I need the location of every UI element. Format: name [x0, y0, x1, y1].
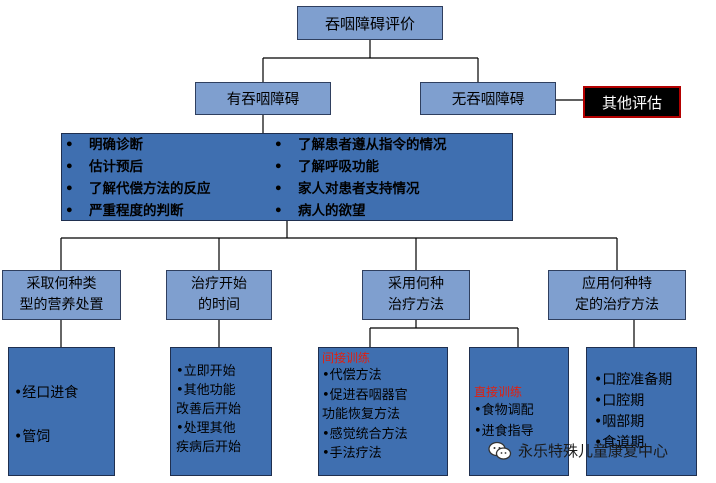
- leaf-nutrition: [8, 347, 115, 476]
- assessment-item: 估计预后: [61, 156, 211, 178]
- category-line: 采取何种类: [26, 276, 97, 292]
- leaf-indirect-training: [318, 347, 448, 476]
- assessment-item: 了解患者遵从指令的情况: [270, 134, 447, 156]
- leaf-indirect-training-text: 间接训练 •代偿方法 •促进吞咽器官 功能恢复方法 •感觉统合方法 •手法疗法: [322, 350, 408, 464]
- leaf-start-time-text: •立即开始 •其他功能 改善后开始 •处理其他 疾病后开始: [176, 362, 241, 457]
- leaf-phases-text: •口腔准备期 •口腔期 •咽部期 •食道期: [594, 370, 672, 454]
- leaf-item: •立即开始: [176, 364, 236, 379]
- leaf-item: 疾病后开始: [176, 440, 242, 455]
- has-dysphagia-node: 有吞咽障碍: [195, 82, 331, 115]
- category-line: 型的营养处置: [19, 297, 104, 313]
- leaf-item: •食道期: [594, 435, 645, 451]
- category-method: 采用何种 治疗方法: [362, 270, 470, 320]
- assessment-item: 了解呼吸功能: [270, 156, 447, 178]
- assessment-list-left: 明确诊断 估计预后 了解代偿方法的反应 严重程度的判断: [61, 133, 211, 222]
- root-node: 吞咽障碍评价: [297, 6, 443, 40]
- assessment-item: 了解代偿方法的反应: [61, 178, 211, 200]
- leaf-item: •经口进食: [14, 385, 79, 401]
- direct-training-heading: 直接训练: [474, 385, 523, 399]
- leaf-item: •感觉统合方法: [322, 426, 408, 442]
- leaf-item: •咽部期: [594, 414, 645, 430]
- leaf-phases: [586, 347, 697, 476]
- wechat-icon: [488, 441, 512, 460]
- leaf-item: •食物调配: [474, 403, 534, 418]
- watermark-text: 永乐特殊儿童康复中心: [518, 442, 669, 460]
- leaf-item: •手法疗法: [322, 446, 382, 461]
- leaf-item: •管饲: [14, 429, 51, 445]
- assessment-list-right: 了解患者遵从指令的情况 了解呼吸功能 家人对患者支持情况 病人的欲望: [270, 133, 447, 222]
- category-nutrition: 采取何种类 型的营养处置: [2, 270, 121, 320]
- category-line: 采用何种: [388, 276, 444, 292]
- leaf-direct-training-text: 直接训练 •食物调配 •进食指导: [474, 384, 534, 442]
- category-line: 定的治疗方法: [575, 297, 659, 313]
- other-assessment-label: 其他评估: [601, 93, 662, 112]
- root-label: 吞咽障碍评价: [324, 14, 415, 33]
- leaf-item: 功能恢复方法: [322, 407, 401, 422]
- leaf-start-time: [170, 347, 272, 476]
- leaf-item: •其他功能: [176, 383, 236, 398]
- leaf-item: •促进吞咽器官: [322, 387, 408, 403]
- leaf-item: •口腔期: [594, 393, 645, 409]
- category-line: 的时间: [198, 297, 240, 313]
- category-start-time: 治疗开始 的时间: [166, 270, 272, 320]
- leaf-item: •进食指导: [474, 424, 534, 439]
- category-line: 治疗开始: [191, 276, 247, 292]
- other-assessment-node: 其他评估: [583, 86, 681, 118]
- leaf-direct-training: [469, 347, 569, 476]
- no-dysphagia-label: 无吞咽障碍: [451, 92, 525, 108]
- assessment-item: 家人对患者支持情况: [270, 178, 447, 200]
- leaf-item: •口腔准备期: [594, 372, 673, 388]
- indirect-training-heading: 间接训练: [322, 351, 371, 365]
- assessment-item: 病人的欲望: [270, 200, 447, 222]
- leaf-item: •代偿方法: [322, 368, 382, 383]
- category-line: 应用何种特: [582, 276, 652, 292]
- watermark: 永乐特殊儿童康复中心: [488, 440, 668, 461]
- category-line: 治疗方法: [388, 297, 444, 313]
- leaf-nutrition-text: •经口进食 •管饲: [14, 382, 78, 448]
- assessment-item: 明确诊断: [61, 134, 211, 156]
- leaf-item: 改善后开始: [176, 402, 242, 417]
- has-dysphagia-label: 有吞咽障碍: [226, 92, 300, 108]
- no-dysphagia-node: 无吞咽障碍: [420, 82, 556, 115]
- leaf-item: •处理其他: [176, 421, 236, 436]
- category-specific-method: 应用何种特 定的治疗方法: [548, 270, 686, 320]
- assessment-item: 严重程度的判断: [61, 200, 211, 222]
